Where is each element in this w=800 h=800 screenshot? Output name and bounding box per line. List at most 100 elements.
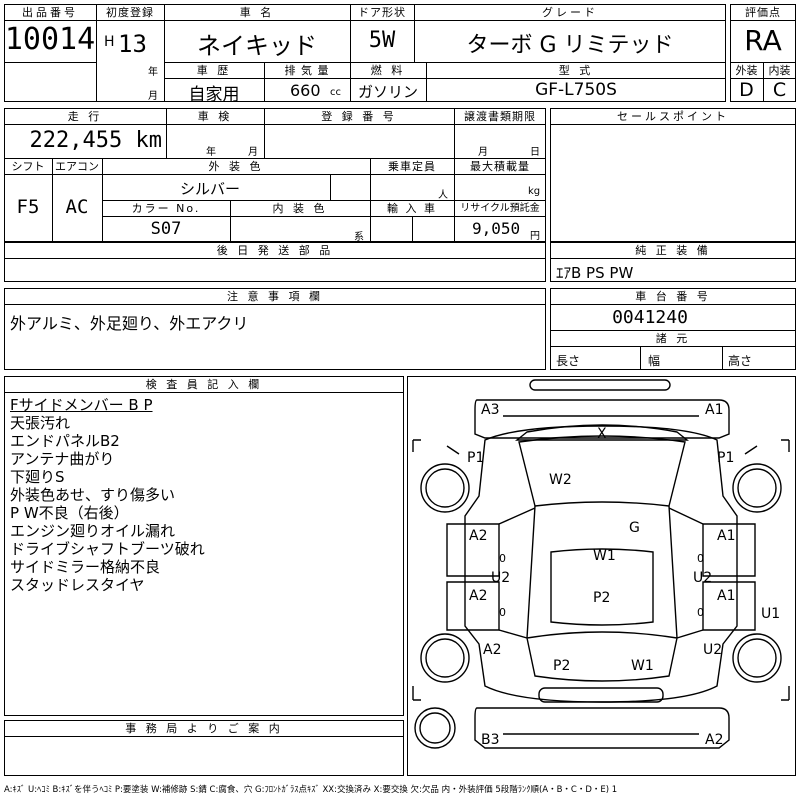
mark-p2-bottom: P2 (553, 658, 570, 674)
recycle-unit: 円 (530, 231, 540, 242)
history: 自家用 (188, 85, 240, 105)
int-color-label: 内 装 色 (272, 202, 328, 215)
ac-label: エアコン (55, 160, 99, 173)
details-grid (4, 108, 546, 242)
mark-w1-bottom: W1 (631, 658, 654, 674)
width-label: 幅 (648, 354, 661, 368)
equipment-label: 純 正 装 備 (635, 244, 711, 257)
notes: 外アルミ、外足廻り、外エアクリ (10, 314, 249, 333)
mark-w1-mid: W1 (593, 548, 616, 564)
office-box (4, 720, 404, 776)
mark-a3: A3 (481, 402, 499, 418)
mark-x: X (597, 426, 607, 442)
ext-color: シルバー (180, 180, 241, 198)
inspection-label: 車 検 (197, 110, 233, 123)
interior-grade: C (772, 79, 787, 101)
inspector-box (4, 376, 404, 716)
chassis-number: 0041240 (612, 307, 688, 328)
exterior-label: 外装 (735, 64, 758, 77)
color-no: S07 (150, 219, 182, 239)
height-label: 高さ (728, 354, 753, 368)
inspector-notes: Fサイドメンバー B P 天張汚れ エンドパネルB2 アンテナ曲がり 下廻りS … (10, 396, 400, 594)
defect-line: ドライブシャフトブーツ破れ (10, 540, 205, 558)
capacity-unit: 人 (438, 190, 448, 201)
door-label: ドア形状 (358, 6, 406, 19)
lot-label: 出品番号 (22, 6, 78, 19)
int-color-unit: 系 (354, 232, 364, 243)
defect-line: 外装色あせ、すり傷多い (10, 486, 176, 504)
mark-p2-mid: P2 (593, 590, 610, 606)
displacement: 660 (290, 81, 321, 100)
year-unit: 年 (148, 67, 158, 78)
displacement-label: 排 気 量 (284, 64, 330, 77)
door-type: 5W (368, 28, 396, 53)
mark-u2-rw: U2 (703, 642, 722, 658)
car-name-label: 車 名 (239, 6, 275, 19)
defect-line: スタッドレスタイヤ (10, 576, 145, 594)
mark-a2-bottom: A2 (705, 732, 723, 748)
month-unit: 月 (148, 91, 158, 102)
defect-line: Fサイドメンバー B P (10, 396, 153, 414)
inspection-year-unit: 年 (206, 147, 216, 158)
transfer-day-unit: 日 (530, 147, 540, 158)
defect-line: 天張汚れ (10, 414, 71, 432)
lot-number: 10014 (4, 22, 96, 57)
inspector-label: 検 査 員 記 入 欄 (145, 378, 263, 391)
shift: F5 (16, 196, 40, 218)
sales-points-box (550, 108, 796, 242)
mark-w2: W2 (549, 472, 572, 488)
interior-label: 内装 (768, 64, 791, 77)
fuel-label: 燃 料 (370, 64, 406, 77)
first-reg-year: 13 (118, 30, 147, 58)
defect-line: 下廻りS (10, 468, 65, 486)
defect-line: サイドミラー格納不良 (10, 558, 161, 576)
grade: ターボ G リミテッド (466, 33, 674, 58)
grade-label: グレード (542, 6, 598, 19)
dims-label: 諸 元 (655, 332, 691, 345)
defect-line: アンテナ曲がり (10, 450, 115, 468)
office-label: 事 務 局 よ り ご 案 内 (125, 722, 283, 735)
mark-a2-lw: A2 (483, 642, 501, 658)
defect-line: P W不良（右後） (10, 504, 129, 522)
legend: A:ｷｽﾞ U:ﾍｺﾐ B:ｷｽﾞを伴うﾍｺﾐ P:要塗装 W:補修跡 S:錆 … (4, 785, 618, 795)
defect-line: エンドパネルB2 (10, 432, 120, 450)
capacity-label: 乗車定員 (388, 160, 436, 173)
later-parts-label: 後 日 発 送 部 品 (216, 244, 334, 257)
mileage-label: 走 行 (67, 110, 103, 123)
chassis-box (550, 288, 796, 370)
mark-a1-top: A1 (705, 402, 723, 418)
mark-o1: 0 (499, 552, 506, 565)
later-parts-box (4, 242, 546, 282)
mileage: 222,455 km (29, 128, 162, 153)
mark-p1-left: P1 (467, 450, 484, 466)
max-load-unit: kg (528, 186, 541, 197)
transfer-label: 譲渡書類期限 (464, 110, 536, 123)
mark-a1-rf: A1 (717, 528, 735, 544)
mark-u2-right: U2 (693, 570, 712, 586)
recycle-label: リサイクル預託金 (460, 203, 540, 214)
history-label: 車 歴 (196, 64, 232, 77)
length-label: 長さ (556, 354, 581, 368)
color-no-label: カラー No. (131, 202, 201, 215)
sales-points-label: セールスポイント (617, 110, 729, 123)
mark-p1-right: P1 (717, 450, 734, 466)
inspection-month-unit: 月 (248, 147, 258, 158)
model-label: 型 式 (558, 64, 594, 77)
score-label: 評価点 (745, 6, 781, 19)
mark-a2-lr: A2 (469, 588, 487, 604)
mark-a2-lf: A2 (469, 528, 487, 544)
mark-g: G (629, 520, 640, 536)
model-code: GF-L750S (535, 80, 617, 100)
mark-o3: 0 (499, 606, 506, 619)
reg-no-label: 登 録 番 号 (321, 110, 397, 123)
import-label: 輸 入 車 (387, 202, 437, 215)
era-label: H (104, 34, 115, 50)
equipment-box (550, 242, 796, 282)
displacement-unit: cc (330, 87, 341, 98)
first-reg-label: 初度登録 (106, 6, 154, 19)
car-diagram: A3 A1 X P1 P1 W2 G A2 A1 0 0 W1 U2 U2 A2… (407, 376, 796, 776)
mark-o2: 0 (697, 552, 704, 565)
max-load-label: 最大積載量 (470, 160, 530, 173)
recycle-fee: 9,050 (472, 219, 521, 238)
mark-a1-rr: A1 (717, 588, 735, 604)
